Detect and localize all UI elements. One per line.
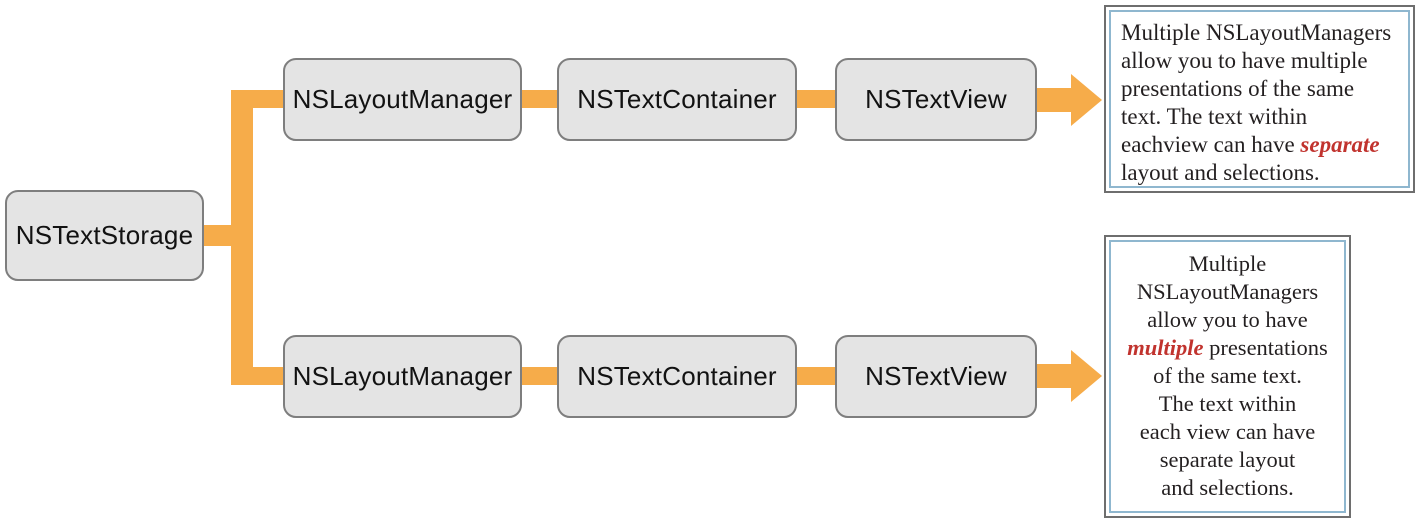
connector-trunk-vertical [231, 90, 253, 385]
node-top-nslayoutmanager: NSLayoutManager [283, 58, 522, 141]
node-label: NSTextStorage [15, 220, 194, 250]
node-bottom-nstextview: NSTextView [835, 335, 1037, 418]
connector-top-elbow [231, 90, 285, 108]
bottom-arrow-head-icon [1071, 350, 1102, 402]
connector-top-layout-container [518, 90, 560, 108]
node-bottom-nslayoutmanager: NSLayoutManager [283, 335, 522, 418]
top-arrow-shaft [1035, 88, 1073, 112]
connector-bottom-elbow [231, 367, 285, 385]
connector-top-container-view [794, 90, 838, 108]
node-label: NSTextView [865, 361, 1007, 391]
connector-bottom-layout-container [518, 367, 560, 385]
node-label: NSLayoutManager [292, 84, 513, 114]
node-label: NSTextContainer [577, 84, 777, 114]
connector-bottom-container-view [794, 367, 838, 385]
node-top-nstextcontainer: NSTextContainer [557, 58, 797, 141]
node-bottom-nstextcontainer: NSTextContainer [557, 335, 797, 418]
node-nstextstorage: NSTextStorage [5, 190, 204, 281]
node-label: NSLayoutManager [292, 361, 513, 391]
node-label: NSTextView [865, 84, 1007, 114]
top-arrow-head-icon [1071, 74, 1102, 126]
bottom-arrow-shaft [1035, 364, 1073, 388]
node-label: NSTextContainer [577, 361, 777, 391]
node-top-nstextview: NSTextView [835, 58, 1037, 141]
